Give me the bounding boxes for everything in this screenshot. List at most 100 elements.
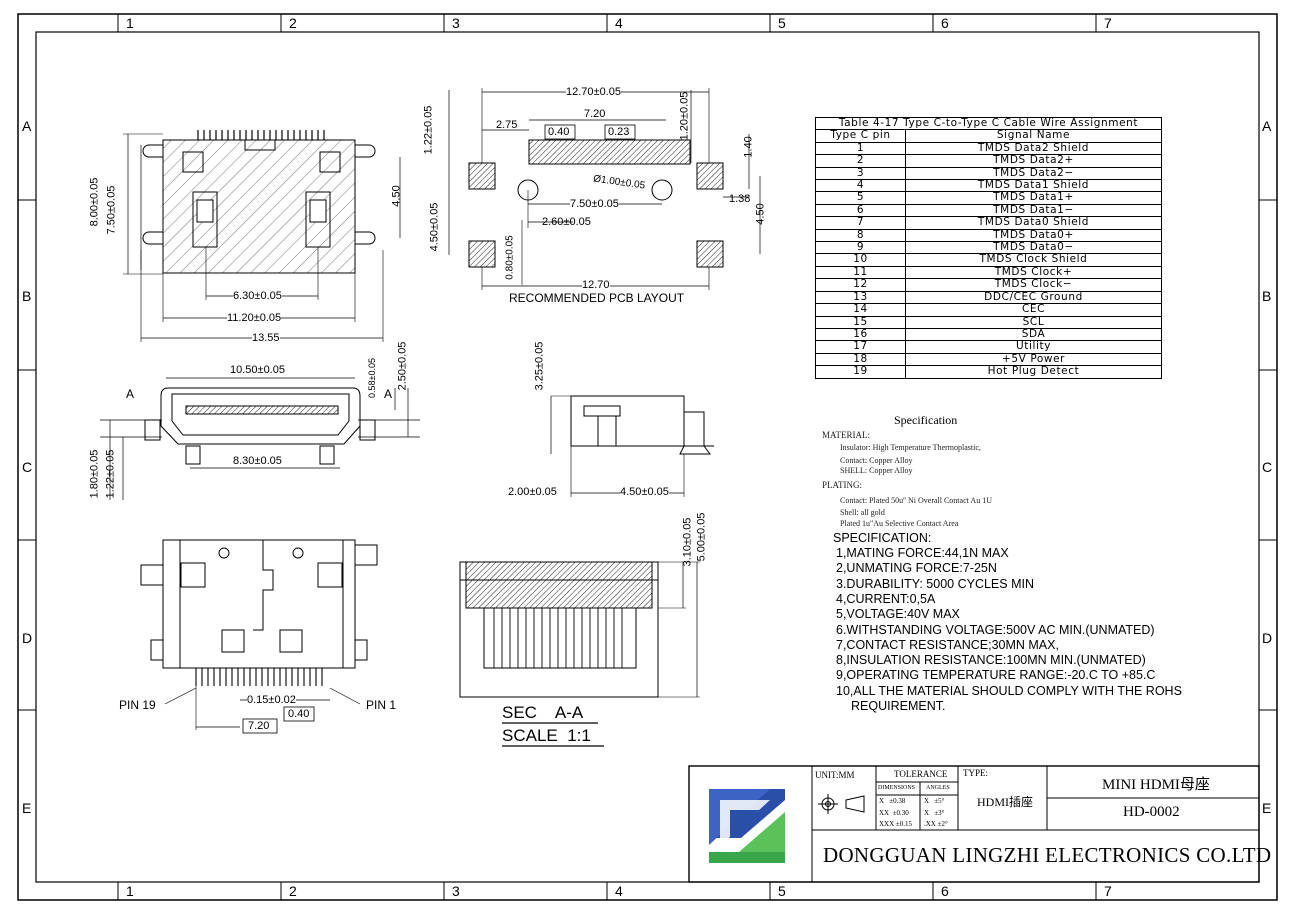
dim-side-4-50: 4.50±0.05 xyxy=(620,486,669,498)
signal-name: +5V Power xyxy=(905,352,1162,367)
tolerance-label: TOLERANCE xyxy=(894,769,948,779)
specification-item: 7,CONTACT RESISTANCE;30MN MAX, xyxy=(836,637,1059,652)
grid-col-7: 7 xyxy=(1104,15,1112,31)
specification-item: 1,MATING FORCE:44,1N MAX xyxy=(836,546,1009,560)
outer-border xyxy=(17,13,1278,901)
dim-pcb-12-70-top: 12.70±0.05 xyxy=(566,86,621,98)
section-scale: SCALE 1:1 xyxy=(502,726,591,745)
dim-front-10-50: 10.50±0.05 xyxy=(230,364,285,376)
pin-number: 11 xyxy=(815,265,906,280)
dim-front-1-22: 1.22±0.05 xyxy=(104,449,117,499)
pin-number: 5 xyxy=(815,191,906,205)
dim-front-8-30: 8.30±0.05 xyxy=(233,455,282,467)
dim-bottom-0-40: 0.40 xyxy=(288,708,310,720)
pcb-layout-caption: RECOMMENDED PCB LAYOUT xyxy=(509,291,685,305)
dim-front-0-58: 0.58±0.05 xyxy=(366,358,377,398)
part-number: HD-0002 xyxy=(1123,804,1180,820)
pin-number: 10 xyxy=(815,253,906,267)
pin-number: 14 xyxy=(815,303,906,317)
tol-dim-x: X ±0.38 xyxy=(879,797,906,805)
dim-pcb-2-75: 2.75 xyxy=(496,119,518,131)
grid-col-1: 1 xyxy=(126,15,134,31)
projection-symbol-icon xyxy=(818,794,865,814)
table-caption: Table 4-17 Type C-to-Type C Cable Wire A… xyxy=(815,116,1162,131)
signal-name: TMDS Clock+ xyxy=(905,265,1162,280)
signal-name: SCL xyxy=(905,315,1162,329)
dim-pcb-1-38: 1.38 xyxy=(729,193,751,205)
pin-number: 6 xyxy=(815,203,906,218)
product-name: MINI HDMI母座 xyxy=(1102,777,1210,793)
spec-plating-shell: Shell: all gold xyxy=(840,508,885,517)
pin-number: 18 xyxy=(815,352,906,367)
dim-pcb-4-50-right: 4.50 xyxy=(754,203,767,225)
pin-number: 7 xyxy=(815,216,906,230)
grid-row-b: B xyxy=(22,288,32,304)
grid-row-d-right: D xyxy=(1262,630,1273,646)
side-view xyxy=(550,395,714,497)
pin-assignment-table: Table 4-17 Type C-to-Type C Cable Wire A… xyxy=(815,116,1162,379)
dim-top-11-20: 11.20±0.05 xyxy=(227,312,282,324)
pin-number: 17 xyxy=(815,340,906,354)
dim-pcb-12-70-bottom: 12.70 xyxy=(582,279,610,291)
specification-item: 9,OPERATING TEMPERATURE RANGE:-20.C TO +… xyxy=(836,668,1156,683)
grid-row-b-right: B xyxy=(1262,288,1272,304)
dim-side-2-00: 2.00±0.05 xyxy=(508,486,557,498)
specification-item: 4,CURRENT:0,5A xyxy=(836,591,936,606)
tol-dim-xxx: XXX ±0.15 xyxy=(879,820,913,828)
dim-pcb-2-60: 2.60±0.05 xyxy=(542,216,591,228)
dim-top-4-5: 4.50 xyxy=(390,185,403,207)
grid-row-a: A xyxy=(22,118,32,134)
grid-col-5: 5 xyxy=(778,15,786,31)
pin-number: 2 xyxy=(815,154,906,168)
signal-name: TMDS Data1+ xyxy=(905,191,1162,205)
pin-19-label: PIN 19 xyxy=(119,698,156,712)
signal-name: TMDS Data2 Shield xyxy=(905,141,1162,156)
dim-pcb-1-20: 1.20±0.05 xyxy=(678,91,691,141)
grid-row-a-right: A xyxy=(1262,118,1272,134)
grid-row-c: C xyxy=(22,459,33,475)
specification-item: 5,VOLTAGE:40V MAX xyxy=(836,607,960,622)
grid-row-e-right: E xyxy=(1262,800,1272,816)
dim-pcb-7-20: 7.20 xyxy=(584,108,606,120)
table-row: 18+5V Power xyxy=(815,352,1162,367)
signal-name: SDA xyxy=(905,327,1162,342)
grid-row-d: D xyxy=(22,630,33,646)
grid-col-5-bottom: 5 xyxy=(778,883,786,899)
signal-name: TMDS Data2− xyxy=(905,166,1162,181)
dim-top-13-55: 13.55 xyxy=(252,332,280,344)
grid-col-7-bottom: 7 xyxy=(1104,883,1112,899)
pin-number: 15 xyxy=(815,315,906,329)
spec-material-heading: MATERIAL: xyxy=(822,430,870,440)
top-view xyxy=(123,130,401,342)
grid-col-1-bottom: 1 xyxy=(126,883,134,899)
specification-item: 10,ALL THE MATERIAL SHOULD COMPLY WITH T… xyxy=(836,683,1182,698)
pin-number: 13 xyxy=(815,290,906,305)
dim-top-6-30: 6.30±0.05 xyxy=(233,290,282,302)
signal-name: Utility xyxy=(905,340,1162,354)
table-header-pin: Type C pin xyxy=(815,129,906,143)
grid-col-3: 3 xyxy=(452,15,460,31)
dim-pcb-1-40: 1.40 xyxy=(742,136,755,158)
tolerance-dimensions-label: DIMENSIONS xyxy=(878,785,916,791)
spec-contact: Contact: Copper Alloy xyxy=(840,456,913,465)
grid-col-6: 6 xyxy=(941,15,949,31)
specification-item: 6.WITHSTANDING VOLTAGE:500V AC MIN.(UNMA… xyxy=(836,622,1155,637)
signal-name: CEC xyxy=(905,303,1162,317)
dim-pcb-7-50: 7.50±0.05 xyxy=(570,198,619,210)
specification-item: 8,INSULATION RESISTANCE:100MN MIN.(UNMAT… xyxy=(836,653,1146,668)
table-header-signal: Signal Name xyxy=(905,129,1162,143)
inner-border xyxy=(35,31,1260,883)
dim-front-2-50: 2.50±0.05 xyxy=(396,341,409,391)
dim-side-3-25: 3.25±0.05 xyxy=(533,341,546,391)
bottom-view xyxy=(140,539,378,734)
